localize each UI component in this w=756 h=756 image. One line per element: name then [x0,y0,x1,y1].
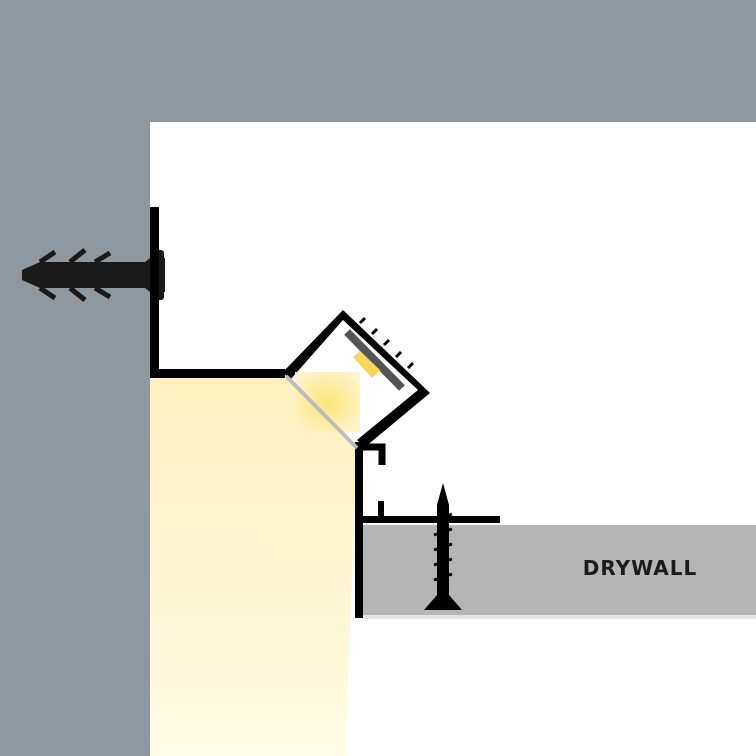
wall-anchor-screw-icon [22,248,165,302]
light-glow [295,372,360,432]
heat-sink-fins [358,316,415,370]
diagonal-housing [283,310,430,447]
led-chip-icon [353,351,380,378]
drywall-screw-icon [424,483,462,610]
light-beam [150,378,357,756]
diffuser-cover [284,374,359,450]
drywall-board [362,525,756,615]
drywall-label: DRYWALL [582,556,698,580]
led-strip [344,329,405,391]
drywall-edge [362,615,756,619]
profile-body [150,207,500,618]
